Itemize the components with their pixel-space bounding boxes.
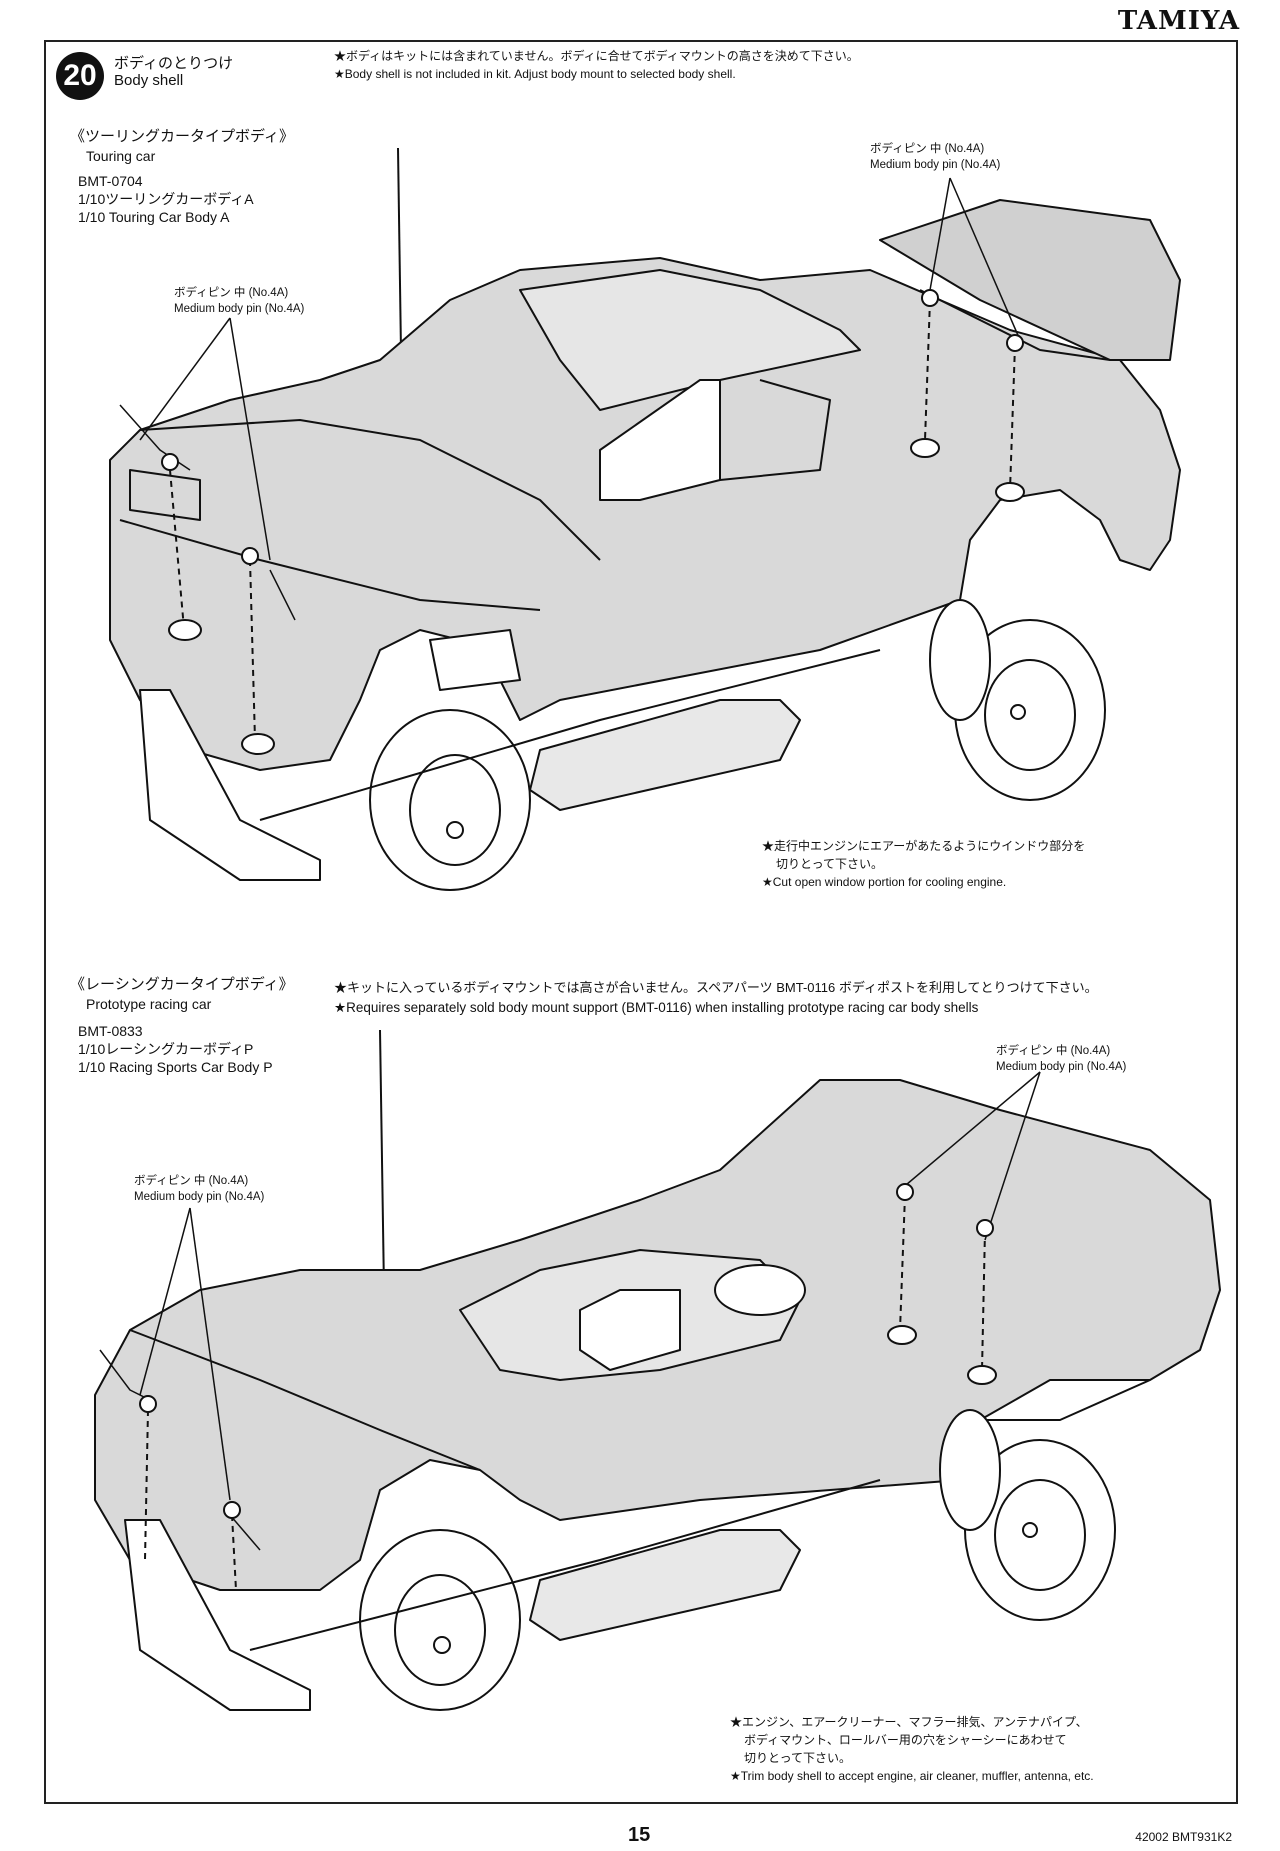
trim-note-ja-2: ボディマウント、ロールバー用の穴をシャーシーにあわせて: [744, 1733, 1067, 1747]
touring-heading-en: Touring car: [86, 148, 156, 164]
window-note-ja-1: ★走行中エンジンにエアーがあたるようにウインドウ部分を: [762, 839, 1086, 853]
trim-note-ja-3: 切りとって下さい。: [744, 1751, 852, 1765]
racing-car-illustration: [94, 1029, 1221, 1711]
racing-pin-right-en: Medium body pin (No.4A): [996, 1061, 1127, 1073]
touring-car-illustration: [109, 147, 1181, 891]
touring-body-code: BMT-0704: [78, 173, 143, 189]
trim-note-en: ★Trim body shell to accept engine, air c…: [730, 1769, 1094, 1783]
racing-note-ja: ★キットに入っているボディマウントでは高さが合いません。スペアパーツ BMT-0…: [334, 980, 1098, 995]
touring-pin-right-ja: ボディピン 中 (No.4A): [870, 143, 985, 155]
step-note-en: ★Body shell is not included in kit. Adju…: [334, 67, 736, 81]
document-code: 42002 BMT931K2: [1135, 1830, 1232, 1844]
brand-logo: TAMIYA: [1117, 6, 1240, 36]
racing-note-en: ★Requires separately sold body mount sup…: [334, 1000, 979, 1015]
racing-pin-left-en: Medium body pin (No.4A): [134, 1191, 265, 1203]
touring-pin-left-en: Medium body pin (No.4A): [174, 303, 305, 315]
racing-body-name-ja: 1/10レーシングカーボディP: [78, 1041, 254, 1057]
touring-body-name-en: 1/10 Touring Car Body A: [78, 209, 230, 225]
racing-body-code: BMT-0833: [78, 1023, 143, 1039]
step-title-ja: ボディのとりつけ: [114, 54, 234, 72]
window-note-en: ★Cut open window portion for cooling eng…: [762, 875, 1007, 889]
racing-heading-ja: 《レーシングカータイプボディ》: [70, 976, 294, 993]
racing-heading-en: Prototype racing car: [86, 996, 212, 1012]
step-title-en: Body shell: [114, 72, 184, 89]
touring-pin-left-ja: ボディピン 中 (No.4A): [174, 287, 289, 299]
racing-pin-right-ja: ボディピン 中 (No.4A): [996, 1045, 1111, 1057]
touring-body-name-ja: 1/10ツーリングカーボディA: [78, 191, 254, 207]
touring-pin-right-en: Medium body pin (No.4A): [870, 159, 1001, 171]
page-frame: [44, 40, 1238, 1804]
window-note-ja-2: 切りとって下さい。: [776, 857, 884, 871]
page-number: 15: [628, 1824, 651, 1846]
step-number-badge: 20: [56, 52, 104, 100]
racing-pin-left-ja: ボディピン 中 (No.4A): [134, 1175, 249, 1187]
step-note-ja: ★ボディはキットには含まれていません。ボディに合せてボディマウントの高さを決めて…: [334, 49, 859, 63]
touring-heading-ja: 《ツーリングカータイプボディ》: [70, 128, 294, 145]
racing-body-name-en: 1/10 Racing Sports Car Body P: [78, 1059, 273, 1075]
trim-note-ja-1: ★エンジン、エアークリーナー、マフラー排気、アンテナパイプ、: [730, 1715, 1088, 1729]
